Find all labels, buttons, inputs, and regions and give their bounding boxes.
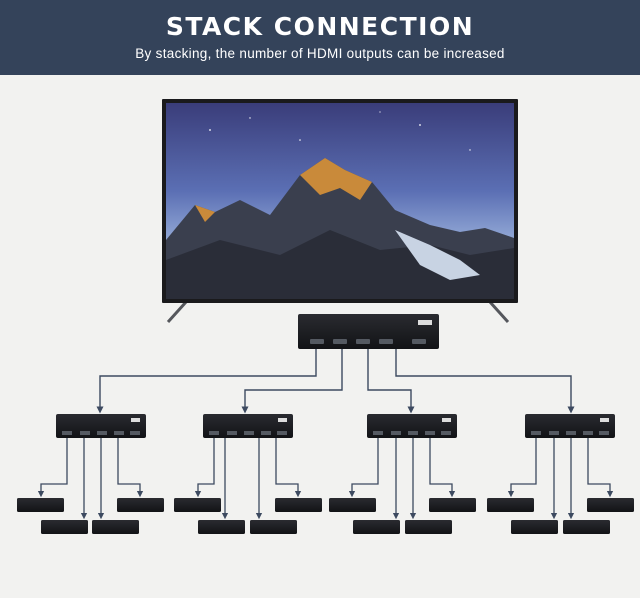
main-hdmi-splitter bbox=[298, 314, 439, 349]
page-subtitle: By stacking, the number of HDMI outputs … bbox=[135, 46, 505, 61]
end-device-9 bbox=[329, 498, 376, 512]
end-device-13 bbox=[487, 498, 534, 512]
end-device-3 bbox=[41, 520, 88, 534]
page-title: STACK CONNECTION bbox=[165, 12, 475, 41]
secondary-splitter-3 bbox=[367, 414, 457, 438]
level1-connectors bbox=[96, 349, 575, 414]
connector-main-to-splitter-3 bbox=[367, 349, 415, 414]
main-splitter-ports bbox=[310, 339, 426, 344]
end-device-10 bbox=[429, 498, 476, 512]
main-splitter-badge bbox=[418, 320, 432, 325]
secondary-splitter-4 bbox=[525, 414, 615, 438]
end-device-14 bbox=[587, 498, 634, 512]
connector-main-to-splitter-4 bbox=[395, 349, 575, 414]
end-device-7 bbox=[198, 520, 245, 534]
tv-display bbox=[162, 99, 518, 324]
end-device-8 bbox=[250, 520, 297, 534]
stack-diagram bbox=[17, 99, 634, 534]
level2-connectors bbox=[37, 438, 614, 520]
diagram-canvas bbox=[0, 75, 640, 598]
connector-main-to-splitter-1 bbox=[96, 349, 317, 414]
end-device-16 bbox=[563, 520, 610, 534]
end-device-12 bbox=[405, 520, 452, 534]
end-device-1 bbox=[17, 498, 64, 512]
header-banner: STACK CONNECTION By stacking, the number… bbox=[0, 0, 640, 75]
tv-left-leg bbox=[166, 300, 188, 324]
end-device-5 bbox=[174, 498, 221, 512]
connector-main-to-splitter-2 bbox=[241, 349, 343, 414]
end-device-15 bbox=[511, 520, 558, 534]
end-device-11 bbox=[353, 520, 400, 534]
mountain-landscape-image bbox=[166, 103, 514, 299]
secondary-splitter-2 bbox=[203, 414, 293, 438]
end-device-2 bbox=[117, 498, 164, 512]
tv-right-leg bbox=[488, 300, 510, 324]
end-device-6 bbox=[275, 498, 322, 512]
secondary-splitter-1 bbox=[56, 414, 146, 438]
end-devices bbox=[17, 498, 634, 534]
end-device-4 bbox=[92, 520, 139, 534]
